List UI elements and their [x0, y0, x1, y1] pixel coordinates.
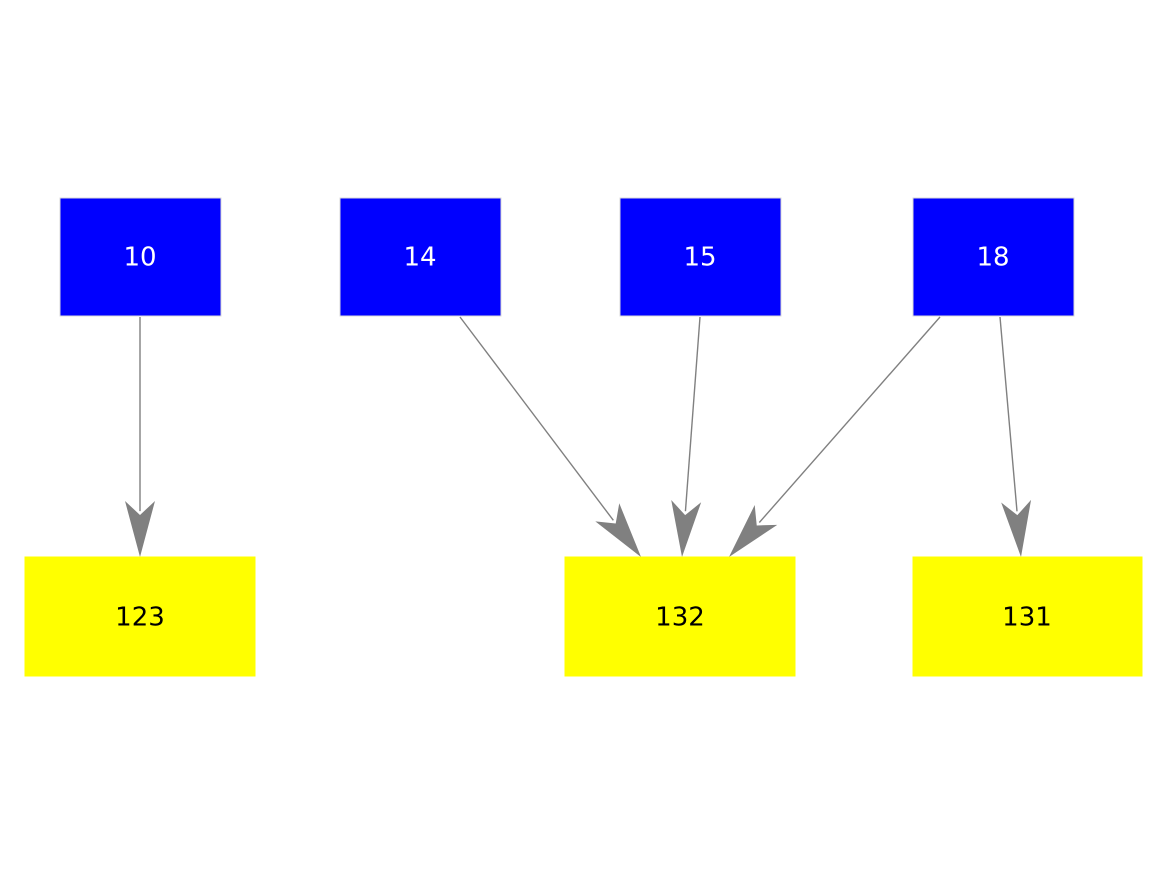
node-label: 15 [683, 243, 716, 273]
graph-node-10[interactable]: 10 [59, 197, 222, 317]
graph-edge [125, 317, 155, 557]
edge-line [459, 316, 614, 521]
graph-edge [729, 316, 941, 557]
edge-arrowhead-icon [1001, 499, 1032, 557]
node-label: 18 [976, 243, 1009, 273]
graph-node-123[interactable]: 123 [24, 556, 256, 677]
edge-line [999, 316, 1018, 512]
graph-edge [671, 316, 702, 557]
nodes-layer: 10 14 15 18 123 132 131 [24, 197, 1143, 677]
node-rect[interactable] [619, 197, 782, 317]
node-label: 131 [1002, 603, 1052, 633]
node-label: 123 [115, 603, 165, 633]
graph-edge [999, 316, 1032, 557]
edge-arrowhead-icon [671, 500, 702, 557]
edge-line [684, 316, 701, 512]
edges-layer [125, 316, 1032, 557]
node-rect[interactable] [59, 197, 222, 317]
node-label: 10 [123, 243, 156, 273]
graph-node-131[interactable]: 131 [912, 556, 1143, 677]
node-rect[interactable] [912, 556, 1143, 677]
node-label: 132 [655, 603, 705, 633]
node-label: 14 [403, 243, 436, 273]
edge-arrowhead-icon [125, 501, 155, 557]
node-rect[interactable] [912, 197, 1075, 317]
node-rect[interactable] [564, 556, 796, 677]
graph-node-132[interactable]: 132 [564, 556, 796, 677]
graph-node-18[interactable]: 18 [912, 197, 1075, 317]
edge-line [758, 316, 941, 523]
graph-node-14[interactable]: 14 [339, 197, 502, 317]
node-rect[interactable] [339, 197, 502, 317]
graph-node-15[interactable]: 15 [619, 197, 782, 317]
node-rect[interactable] [24, 556, 256, 677]
edge-arrowhead-icon [729, 505, 778, 557]
graph-edge [459, 316, 641, 557]
edge-arrowhead-icon [595, 503, 641, 557]
